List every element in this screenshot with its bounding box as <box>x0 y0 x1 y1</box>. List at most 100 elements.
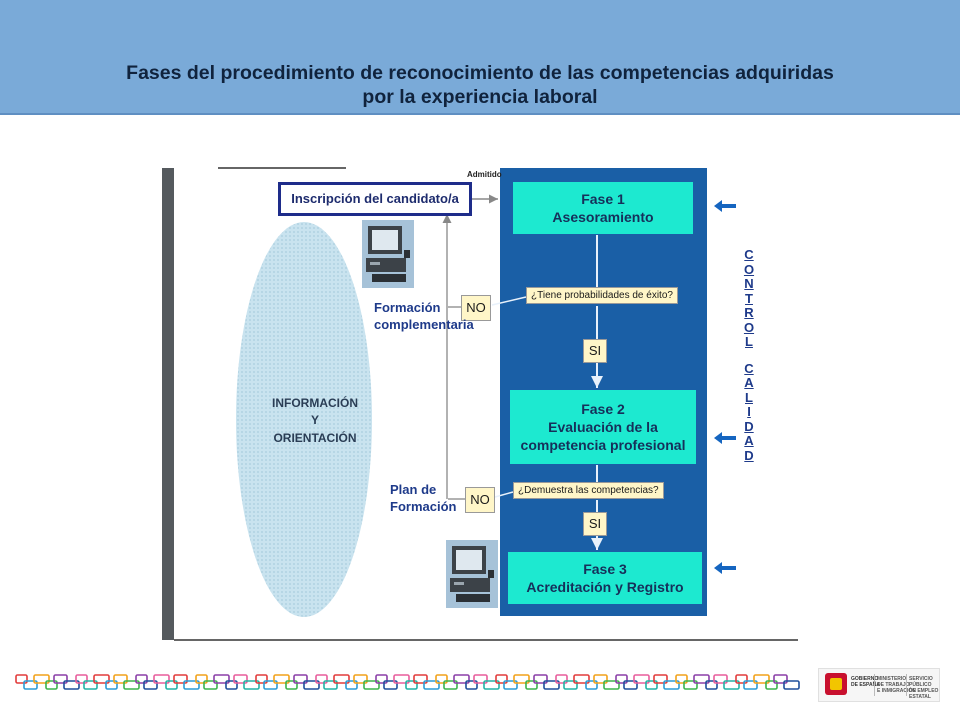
q1-to-no1 <box>491 296 527 306</box>
chain-link <box>53 674 68 684</box>
chain-link <box>183 680 200 690</box>
chain-link <box>675 674 688 684</box>
phase-3-name: Acreditación y Registro <box>526 579 684 595</box>
chain-link <box>783 680 800 690</box>
chain-link <box>353 674 368 684</box>
chain-link <box>203 680 218 690</box>
page-title: Fases del procedimiento de reconocimient… <box>40 62 920 110</box>
quality-arrow-2 <box>714 432 736 444</box>
chain-link <box>285 680 298 690</box>
calidad-letter: L <box>745 389 753 405</box>
chain-link <box>513 674 530 684</box>
formacion-line-2: complementaria <box>374 316 474 332</box>
government-logo: GOBIERNO DE ESPAÑA MINISTERIO DE TRABAJO… <box>818 668 940 702</box>
chain-link <box>723 680 740 690</box>
bottom-divider <box>174 639 798 641</box>
plan-line-2: Formación <box>390 498 457 514</box>
chain-link <box>533 674 548 684</box>
logo-gobierno-line-2: DE ESPAÑA <box>851 682 880 688</box>
chain-link <box>683 680 698 690</box>
chain-link <box>735 674 748 684</box>
decorative-chain-border <box>15 674 800 690</box>
no-box-2: NO <box>465 487 495 513</box>
phase-1-title: Fase 1 <box>581 190 625 207</box>
chain-link <box>273 674 290 684</box>
coat-of-arms-icon <box>825 673 847 695</box>
control-gap <box>742 350 756 362</box>
computer-icon <box>446 540 498 608</box>
chain-link <box>135 674 148 684</box>
chain-link <box>473 674 488 684</box>
control-letter: T <box>745 290 753 306</box>
chain-link <box>15 674 28 684</box>
chain-link <box>543 680 560 690</box>
phase-3-title: Fase 3 <box>583 560 627 577</box>
chain-link <box>633 674 650 684</box>
logo-ministerio-text: MINISTERIO DE TRABAJO E INMIGRACIÓN <box>877 676 916 694</box>
phase-1-box: Fase 1 Asesoramiento <box>513 182 693 234</box>
ellipse-line-3: ORIENTACIÓN <box>273 430 357 445</box>
formacion-line-1: Formación <box>374 300 441 315</box>
chain-link <box>435 674 448 684</box>
top-divider <box>218 167 346 169</box>
information-ellipse <box>236 222 372 617</box>
chain-link <box>623 680 638 690</box>
title-line-2: por la experiencia laboral <box>362 85 598 108</box>
chain-link <box>653 674 668 684</box>
chain-link <box>423 680 440 690</box>
computer-icon <box>362 220 414 288</box>
logo-separator <box>874 674 875 696</box>
chain-link <box>315 674 328 684</box>
chain-link <box>705 680 718 690</box>
chain-link <box>483 680 500 690</box>
chain-link <box>243 680 260 690</box>
phase-2-name-1: Evaluación de la <box>548 418 658 435</box>
question-2: ¿Demuestra las competencias? <box>513 482 664 499</box>
calidad-letter: I <box>747 404 751 419</box>
chain-link <box>383 680 398 690</box>
chain-link <box>743 680 758 690</box>
chain-link <box>615 674 628 684</box>
control-letter: C <box>744 247 754 262</box>
chain-link <box>213 674 230 684</box>
formacion-complementaria-label: Formación complementaria <box>374 300 474 334</box>
chain-link <box>525 680 538 690</box>
logo-ministerio-line-2: DE TRABAJO <box>877 682 910 688</box>
chain-link <box>45 680 58 690</box>
chain-link <box>323 680 338 690</box>
admitido-label: Admitido <box>467 170 502 179</box>
phase-1-name: Asesoramiento <box>552 209 654 225</box>
quality-arrow-3 <box>714 562 736 574</box>
chain-link <box>773 674 788 684</box>
chain-link <box>263 680 278 690</box>
calidad-letter: A <box>744 433 754 448</box>
chain-link <box>765 680 778 690</box>
logo-instituto-line-2: DE EMPLEO ESTATAL <box>909 688 939 700</box>
control-letter: O <box>743 261 755 277</box>
chain-link <box>345 680 358 690</box>
chain-link <box>663 680 680 690</box>
chain-link <box>63 680 80 690</box>
chain-link <box>143 680 158 690</box>
logo-instituto-line-1: SERVICIO PÚBLICO <box>909 676 933 688</box>
si-box-2: SI <box>583 512 607 536</box>
chain-link <box>645 680 658 690</box>
logo-gobierno-text: GOBIERNO DE ESPAÑA <box>851 676 880 688</box>
chain-link <box>303 680 320 690</box>
phase-2-box: Fase 2 Evaluación de la competencia prof… <box>510 390 696 464</box>
logo-ministerio-line-1: MINISTERIO <box>877 676 907 682</box>
calidad-letter: C <box>744 360 754 376</box>
chain-link <box>585 680 598 690</box>
chain-link <box>165 680 178 690</box>
chain-link <box>465 680 478 690</box>
chain-link <box>443 680 458 690</box>
chain-link <box>105 680 118 690</box>
q2-to-no2 <box>494 491 514 498</box>
phase-2-title: Fase 2 <box>581 400 625 417</box>
chain-link <box>503 680 518 690</box>
chain-link <box>405 680 418 690</box>
chain-link <box>93 674 110 684</box>
phase-3-box: Fase 3 Acreditación y Registro <box>508 552 702 604</box>
chain-link <box>233 674 248 684</box>
